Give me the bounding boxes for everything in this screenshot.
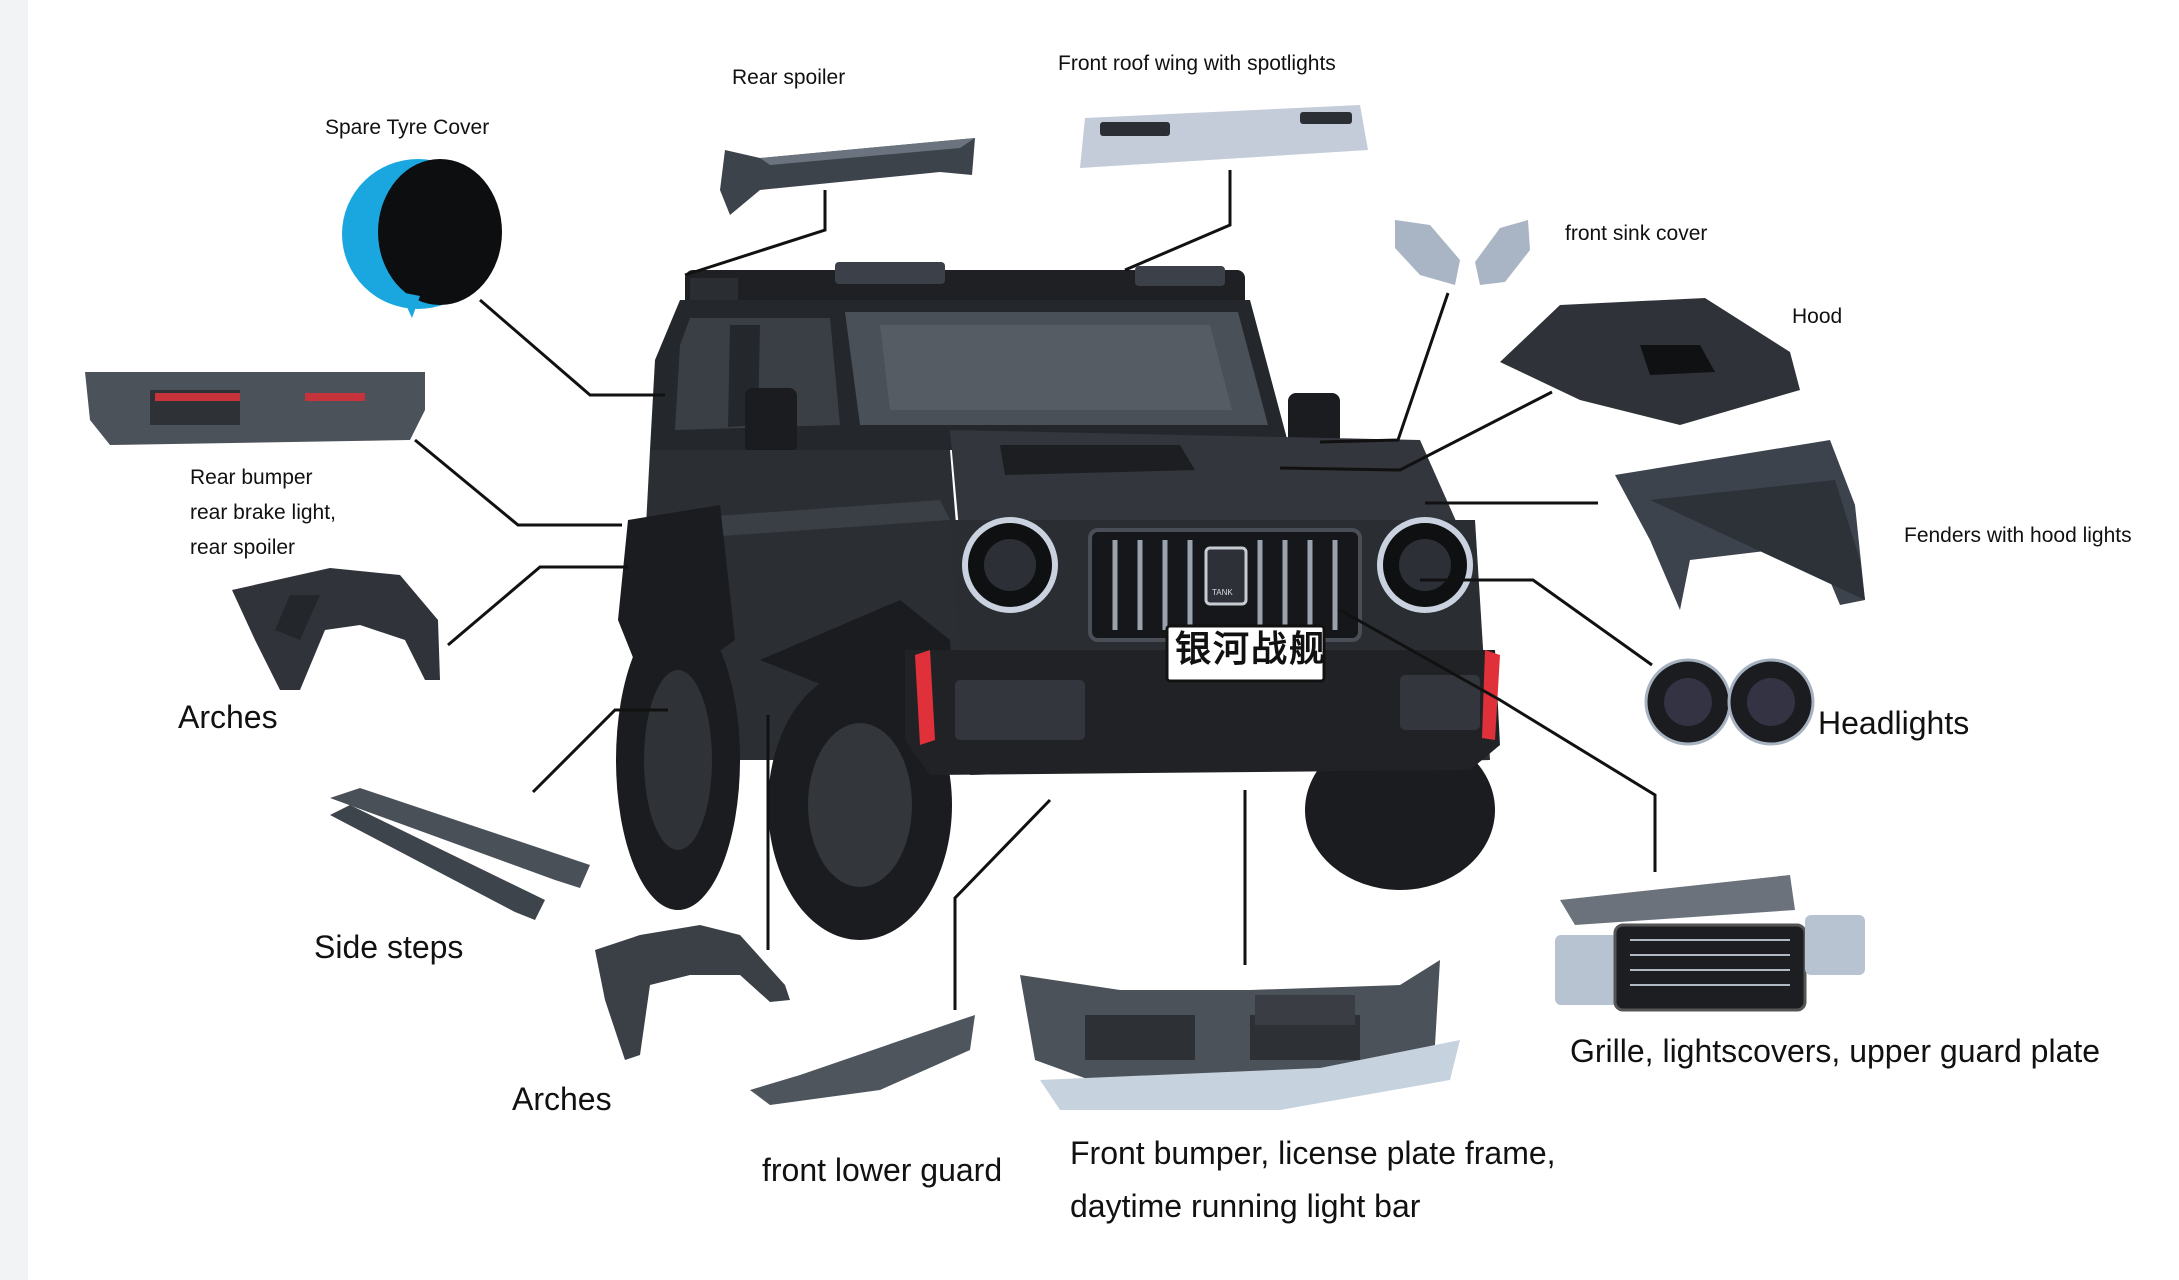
label-fenders: Fenders with hood lights	[1904, 524, 2132, 547]
grille-set-image	[1555, 875, 1865, 1012]
label-front-lower-guard: front lower guard	[762, 1152, 1003, 1188]
license-plate	[1165, 624, 1326, 683]
label-front-bumper-1: Front bumper, license plate frame,	[1070, 1135, 1556, 1171]
front-lower-guard-image	[750, 1015, 975, 1105]
side-steps-image	[330, 788, 590, 920]
plate-text: 银河战舰	[1175, 628, 1328, 669]
label-front-sink-cover: front sink cover	[1565, 222, 1708, 245]
front-bumper-image	[1020, 960, 1460, 1110]
front-roof-wing-image	[1080, 105, 1368, 168]
label-arches-left: Arches	[178, 699, 278, 735]
rear-bumper-image	[85, 372, 425, 445]
spare-tyre-cover-image	[342, 159, 502, 318]
leader-rear-spoiler	[684, 190, 827, 277]
leader-side-steps	[531, 708, 668, 794]
label-spare-tyre-cover: Spare Tyre Cover	[325, 116, 490, 139]
grille-badge: TANK	[1212, 588, 1233, 597]
label-grille: Grille, lightscovers, upper guard plate	[1570, 1033, 2101, 1069]
leader-grille	[1339, 608, 1657, 872]
label-hood: Hood	[1792, 305, 1843, 328]
label-headlights: Headlights	[1818, 705, 1970, 741]
headlights-parts-image	[1644, 658, 1815, 746]
arches-left-image	[232, 568, 440, 690]
label-arches-bottom: Arches	[512, 1081, 612, 1117]
leader-arches-left	[447, 565, 628, 647]
leader-lines	[414, 170, 1657, 1010]
label-rear-bumper-2: rear brake light,	[190, 501, 336, 524]
label-front-bumper-2: daytime running light bar	[1070, 1188, 1421, 1224]
leader-hood	[1279, 390, 1553, 472]
hood-image	[1500, 298, 1800, 425]
left-margin-strip	[0, 0, 28, 1280]
suv-vehicle-image	[616, 262, 1500, 940]
fenders-image	[1615, 440, 1865, 610]
rear-spoiler-image	[720, 138, 975, 215]
label-rear-bumper-3: rear spoiler	[190, 536, 296, 559]
leader-front-lower-guard	[953, 798, 1052, 1010]
label-rear-bumper-1: Rear bumper	[190, 466, 313, 489]
front-sink-cover-image	[1395, 220, 1530, 285]
leader-rear-bumper	[414, 438, 622, 527]
label-rear-spoiler: Rear spoiler	[732, 66, 846, 89]
leader-spare-tyre	[479, 298, 665, 397]
label-front-roof-wing: Front roof wing with spotlights	[1058, 52, 1336, 75]
leader-front-sink-cover	[1319, 292, 1450, 444]
leader-headlights	[1420, 578, 1653, 667]
leader-front-roof-wing	[1124, 170, 1232, 272]
arches-bottom-image	[595, 925, 790, 1060]
label-side-steps: Side steps	[314, 929, 464, 965]
